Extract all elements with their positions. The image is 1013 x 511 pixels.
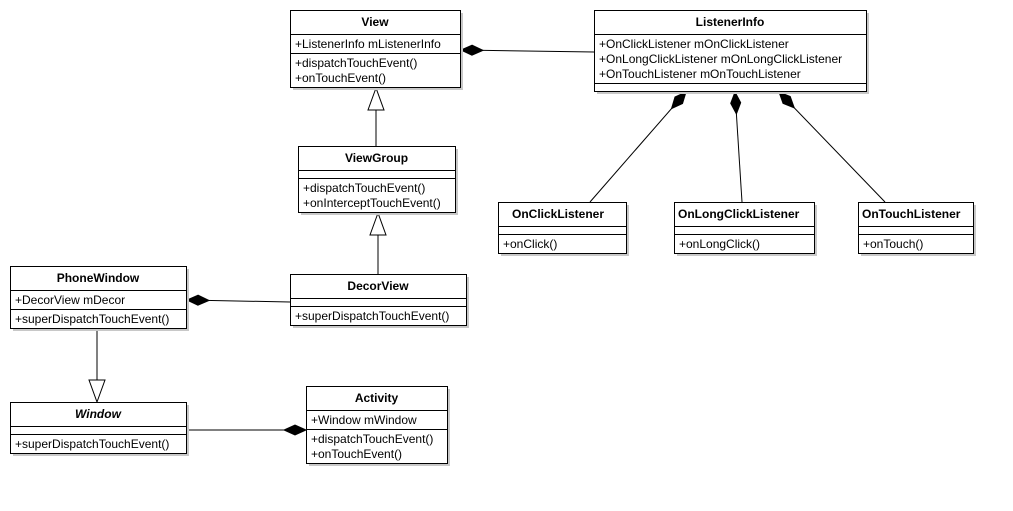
class-view: View +ListenerInfo mListenerInfo +dispatch… — [290, 10, 463, 90]
class-method: +onTouchEvent() — [311, 447, 402, 461]
class-boxes: View +ListenerInfo mListenerInfo +dispatch… — [10, 10, 976, 466]
class-method: +superDispatchTouchEvent() — [15, 437, 169, 451]
composition-diamond — [778, 91, 796, 109]
class-name: Window — [75, 407, 122, 421]
class-method: +onLongClick() — [679, 237, 760, 251]
class-name: View — [361, 15, 389, 29]
class-method: +dispatchTouchEvent() — [295, 56, 417, 70]
composition-diamond — [185, 294, 211, 306]
class-box-frame — [290, 274, 467, 326]
class-box-frame — [10, 266, 187, 329]
class-attribute: +OnClickListener mOnClickListener — [599, 37, 789, 51]
class-method: +dispatchTouchEvent() — [311, 432, 433, 446]
class-name: DecorView — [347, 279, 409, 293]
class-attribute: +OnTouchListener mOnTouchListener — [599, 67, 801, 81]
class-box-frame — [306, 386, 448, 464]
decorview-viewgroup-generalization — [369, 211, 387, 274]
class-name: OnTouchListener — [862, 207, 961, 221]
phonewindow-window-generalization — [88, 329, 106, 404]
class-method: +onInterceptTouchEvent() — [303, 196, 441, 210]
class-method: +dispatchTouchEvent() — [303, 181, 425, 195]
class-name: OnClickListener — [512, 207, 604, 221]
class-name: OnLongClickListener — [678, 207, 800, 221]
generalization-arrowhead — [88, 379, 106, 404]
listenerinfo-ontouch-composition — [778, 91, 886, 203]
class-method: +superDispatchTouchEvent() — [15, 312, 169, 326]
generalization-arrowhead — [369, 211, 387, 236]
composition-diamond — [282, 424, 308, 436]
composition-diamond — [730, 90, 742, 116]
activity-window-composition — [187, 424, 308, 436]
class-method: +superDispatchTouchEvent() — [295, 309, 449, 323]
class-name: ListenerInfo — [696, 15, 765, 29]
class-attribute: +DecorView mDecor — [15, 293, 125, 307]
class-box-frame — [858, 202, 974, 254]
phonewindow-decorview-composition — [185, 294, 291, 306]
view-listenerinfo-composition — [459, 44, 595, 56]
class-on-click-listener: OnClickListener +onClick() — [498, 202, 629, 256]
generalization-arrowhead — [367, 86, 385, 111]
class-box-frame — [290, 10, 461, 88]
class-box-frame — [298, 146, 456, 213]
class-view-group: ViewGroup +dispatchTouchEvent()+onInterce… — [298, 146, 458, 215]
class-on-touch-listener: OnTouchListener +onTouch() — [858, 202, 976, 256]
association-line — [589, 91, 687, 203]
class-attribute: +OnLongClickListener mOnLongClickListene… — [599, 52, 842, 66]
class-activity: Activity +Window mWindow +dispatchTouchEve… — [306, 386, 450, 466]
class-attribute: +Window mWindow — [311, 413, 417, 427]
class-name: Activity — [355, 391, 399, 405]
class-listener-info: ListenerInfo +OnClickListener mOnClickLis… — [594, 10, 869, 94]
composition-diamond — [670, 91, 687, 110]
class-attribute: +ListenerInfo mListenerInfo — [295, 37, 441, 51]
class-method: +onClick() — [503, 237, 557, 251]
class-box-frame — [10, 402, 187, 454]
class-name: ViewGroup — [345, 151, 408, 165]
class-name: PhoneWindow — [57, 271, 140, 285]
class-box-frame — [674, 202, 815, 254]
class-box-frame — [498, 202, 627, 254]
viewgroup-view-generalization — [367, 86, 385, 146]
relationship-connectors — [88, 44, 886, 436]
association-line — [778, 91, 886, 203]
class-decor-view: DecorView +superDispatchTouchEvent() — [290, 274, 469, 328]
listenerinfo-onclick-composition — [589, 91, 687, 203]
listenerinfo-onlongclick-composition — [730, 90, 743, 203]
class-window: Window +superDispatchTouchEvent() — [10, 402, 189, 456]
class-phone-window: PhoneWindow +DecorView mDecor +superDispat… — [10, 266, 189, 331]
composition-diamond — [459, 44, 485, 56]
class-on-long-click-listener: OnLongClickListener +onLongClick() — [674, 202, 817, 256]
class-box-frame — [594, 10, 867, 92]
class-method: +onTouchEvent() — [295, 71, 386, 85]
class-method: +onTouch() — [863, 237, 923, 251]
